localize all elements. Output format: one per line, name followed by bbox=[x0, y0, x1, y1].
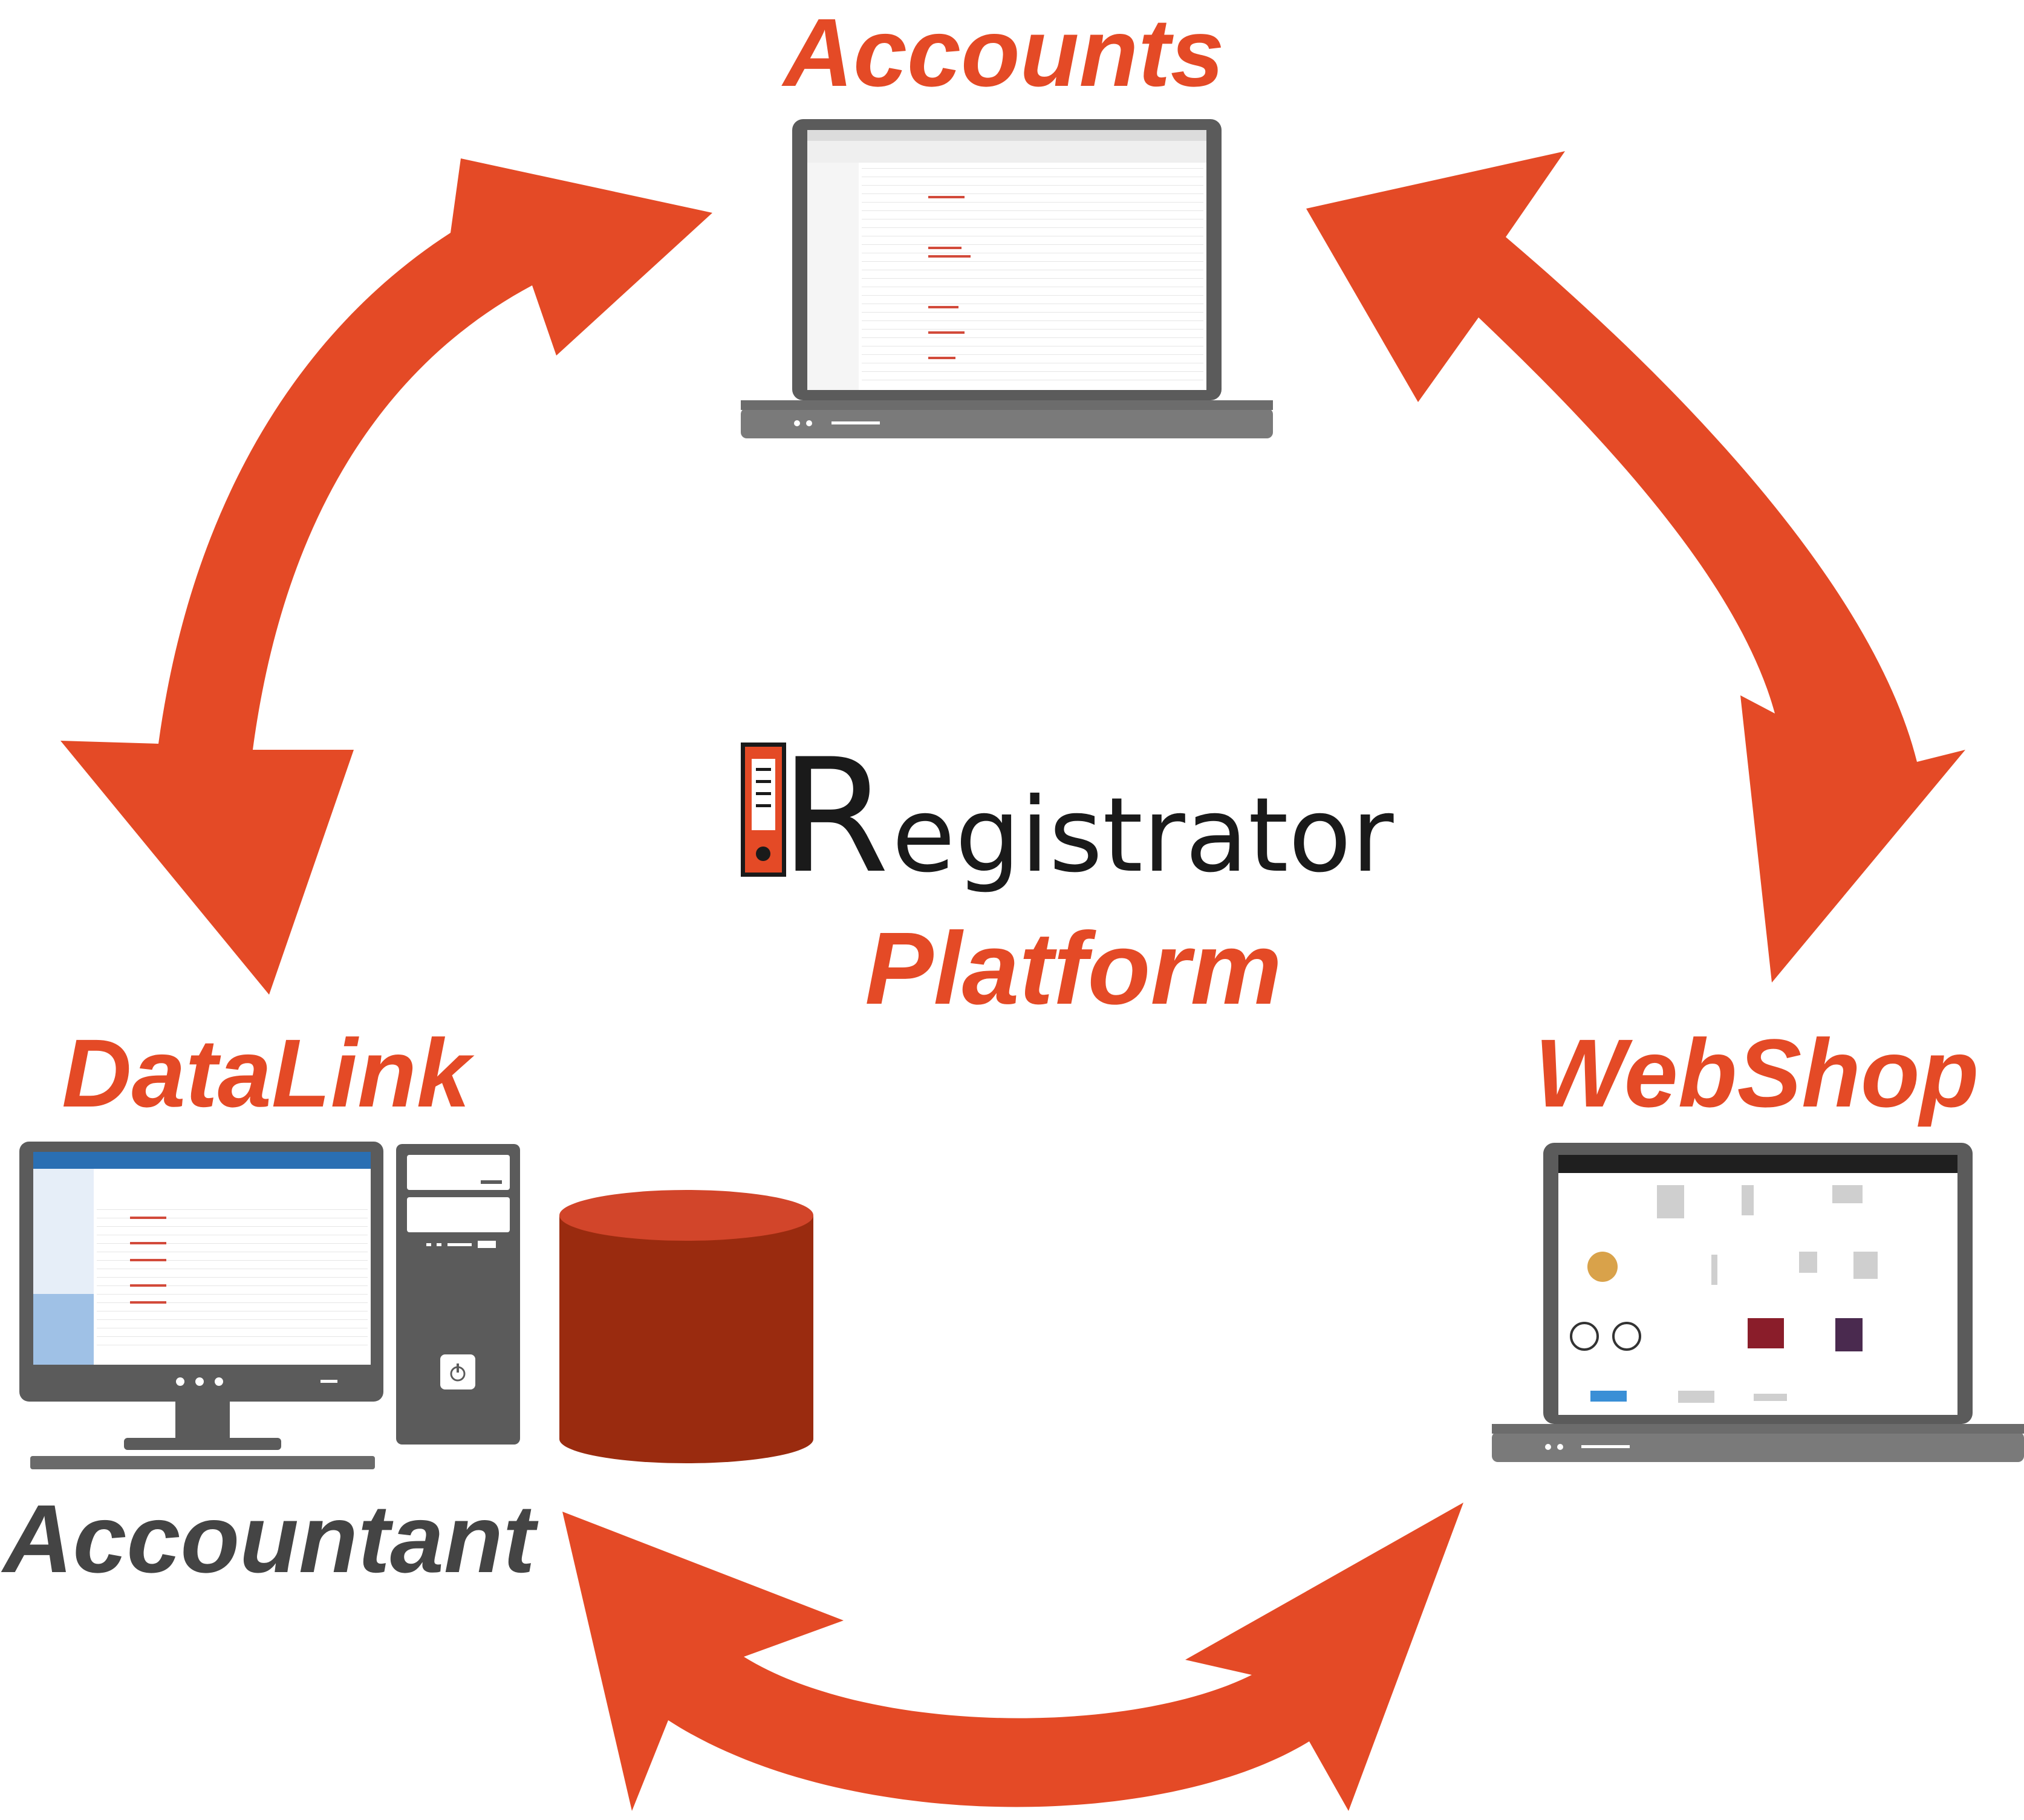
accountant-label: Accountant bbox=[1, 1484, 539, 1593]
arrow-datalink-webshop bbox=[562, 1503, 1463, 1811]
arrow-accounts-webshop bbox=[1306, 151, 1965, 983]
accounts-laptop-icon bbox=[741, 119, 1273, 438]
brand-word: egistrator bbox=[892, 776, 1394, 895]
computer-tower-icon bbox=[396, 1144, 520, 1445]
platform-label: Platform bbox=[865, 911, 1282, 1026]
arrow-accounts-datalink bbox=[60, 158, 712, 995]
brand-initial: R bbox=[780, 726, 890, 908]
webshop-laptop-icon bbox=[1492, 1143, 2024, 1462]
accounts-label: Accounts bbox=[781, 0, 1225, 106]
datalink-label: DataLink bbox=[62, 1019, 475, 1127]
webshop-label: WebShop bbox=[1535, 1019, 1979, 1127]
accountant-monitor-icon bbox=[19, 1142, 383, 1469]
binder-logo-icon bbox=[741, 743, 786, 877]
database-cylinder-icon bbox=[559, 1190, 813, 1463]
